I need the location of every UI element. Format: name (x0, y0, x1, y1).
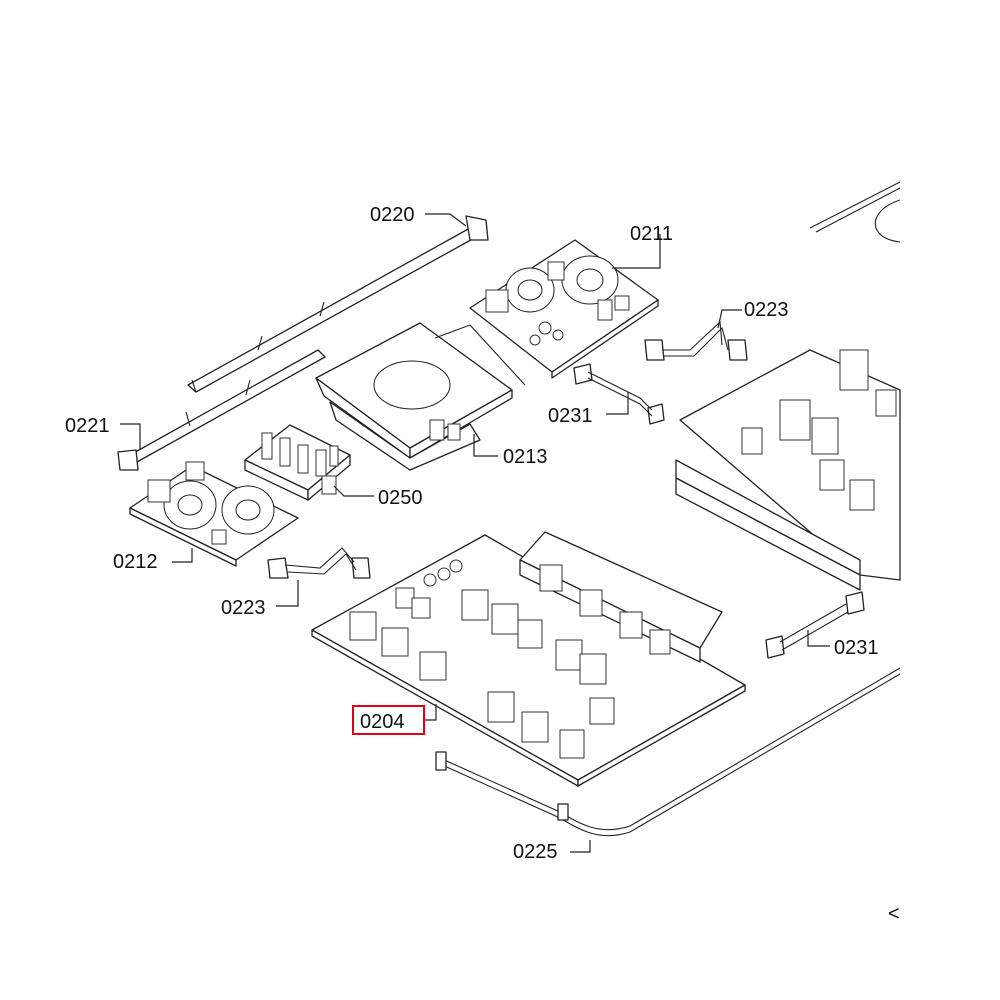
part-power-cord (809, 181, 901, 243)
label-0213: 0213 (503, 446, 548, 468)
part-0221-cable[interactable] (117, 349, 326, 471)
part-0231-cable-top[interactable] (573, 363, 665, 425)
label-0212: 0212 (113, 551, 158, 573)
label-0211: 0211 (630, 223, 673, 245)
label-0223-left: 0223 (221, 597, 266, 619)
part-0212-filter-board[interactable] (129, 461, 299, 567)
part-0231-cable-right[interactable] (765, 591, 865, 659)
label-0223-top: 0223 (744, 299, 789, 321)
label-0204[interactable]: 0204 (360, 711, 405, 733)
edge-mark: < (888, 903, 900, 925)
part-0211-filter-board[interactable] (469, 239, 659, 379)
label-0231-right: 0231 (834, 637, 879, 659)
label-0250: 0250 (378, 487, 423, 509)
part-0225-cable[interactable] (435, 667, 901, 837)
leader-lines (120, 213, 830, 853)
part-0223-cable-top[interactable] (644, 320, 748, 361)
part-0220-cable[interactable] (187, 215, 489, 393)
label-0225: 0225 (513, 841, 558, 863)
label-0220: 0220 (370, 204, 415, 226)
part-0223-cable-left[interactable] (267, 547, 371, 579)
part-0204-main-board[interactable] (311, 531, 746, 787)
label-0221: 0221 (65, 415, 110, 437)
part-0250-relay-block[interactable] (244, 424, 351, 501)
highlight-box-0204 (352, 705, 425, 735)
part-0213-fan[interactable] (315, 322, 526, 471)
part-power-board-right (675, 349, 901, 591)
label-0231-top: 0231 (548, 405, 593, 427)
